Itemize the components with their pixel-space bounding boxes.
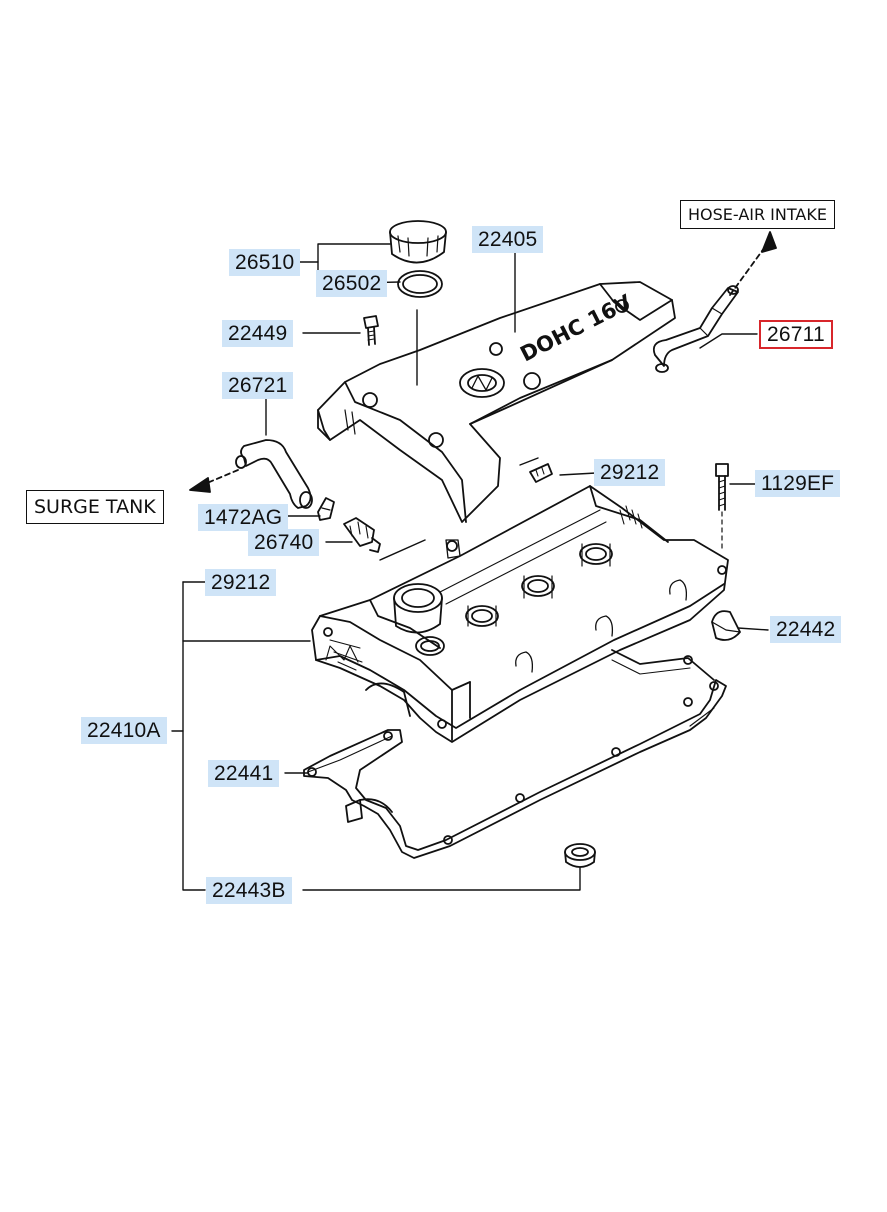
bolt-22449: [363, 315, 379, 346]
part-label-26721[interactable]: 26721: [222, 372, 294, 399]
spark-plug-grommet: [564, 843, 596, 868]
half-moon-seal: [711, 610, 741, 641]
surge-tank-callout: SURGE TANK: [26, 490, 164, 524]
part-label-29212-lower[interactable]: 29212: [205, 569, 277, 596]
part-label-22442[interactable]: 22442: [770, 616, 842, 643]
pcv-valve: [343, 517, 381, 553]
part-label-22443b[interactable]: 22443B: [206, 877, 292, 904]
part-label-22449[interactable]: 22449: [222, 320, 294, 347]
engine-top-cover: DOHC 16V: [317, 281, 676, 523]
hose-air-intake-arrow: [729, 231, 777, 296]
part-label-1472ag[interactable]: 1472AG: [198, 504, 289, 531]
hose-clip: [317, 497, 335, 521]
part-label-26740[interactable]: 26740: [248, 529, 320, 556]
cover-text: DOHC 16V: [516, 290, 635, 367]
hose-air-intake: [652, 285, 739, 373]
part-label-1129ef[interactable]: 1129EF: [755, 470, 841, 497]
surge-tank-arrow: [189, 469, 239, 493]
oil-filler-cap: [389, 220, 447, 264]
hose-air-intake-callout: HOSE-AIR INTAKE: [680, 200, 835, 229]
part-label-22410a[interactable]: 22410A: [81, 717, 167, 744]
cover-gasket: [303, 649, 727, 859]
bolt-1129ef: [715, 463, 729, 549]
o-ring-seal: [397, 270, 443, 298]
part-label-26502[interactable]: 26502: [316, 270, 388, 297]
part-label-22405[interactable]: 22405: [472, 226, 544, 253]
part-label-22441[interactable]: 22441: [208, 760, 280, 787]
part-label-29212-upper[interactable]: 29212: [594, 459, 666, 486]
stud-upper: [529, 463, 553, 483]
cylinder-head-cover: [311, 485, 729, 743]
part-label-26510[interactable]: 26510: [229, 249, 301, 276]
hose-surge-tank: [235, 439, 313, 509]
part-label-26711[interactable]: 26711: [759, 320, 833, 349]
